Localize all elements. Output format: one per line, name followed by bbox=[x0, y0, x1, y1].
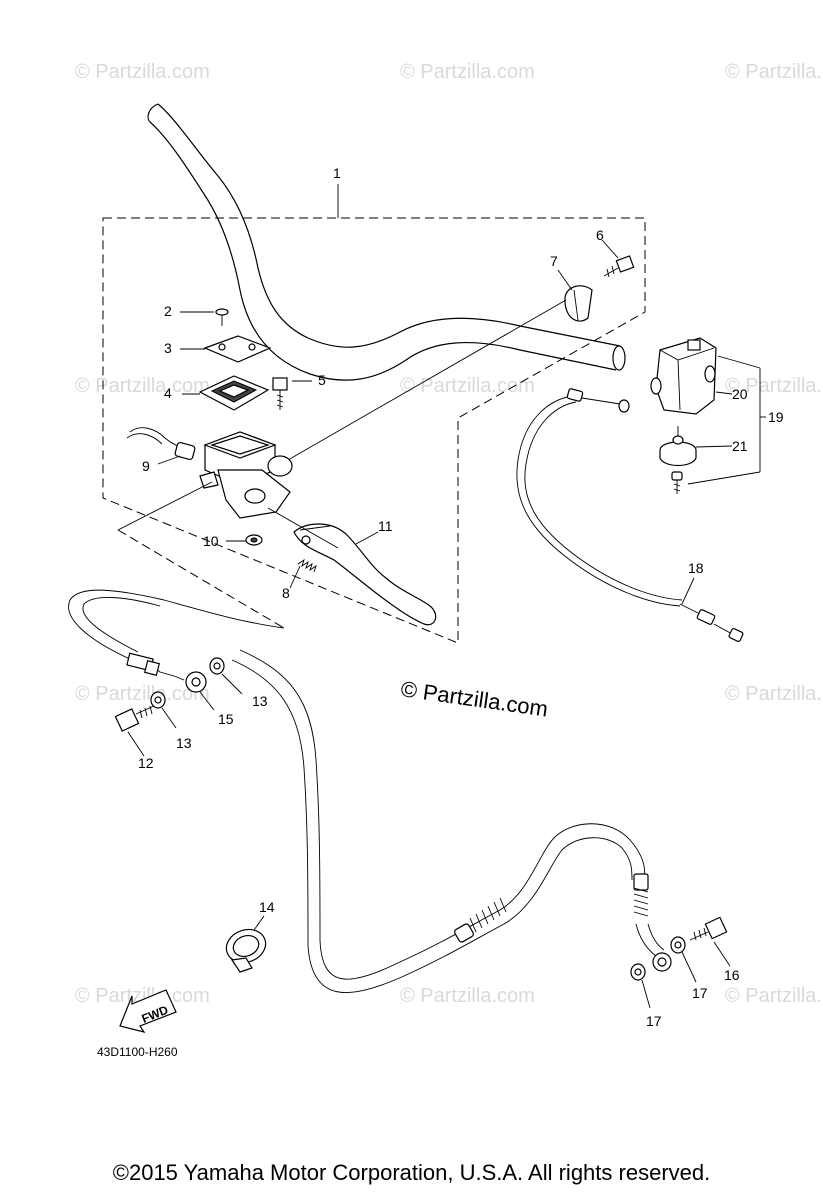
diagram-code: 43D1100-H260 bbox=[97, 1045, 178, 1059]
callout-20: 20 bbox=[732, 386, 748, 402]
clamp-bolt bbox=[603, 255, 635, 278]
callout-8: 8 bbox=[282, 585, 290, 601]
callout-14: 14 bbox=[259, 899, 275, 915]
screw bbox=[671, 471, 683, 494]
callout-17: 17 bbox=[646, 1013, 662, 1029]
callout-16: 16 bbox=[724, 967, 740, 983]
callout-19: 19 bbox=[768, 409, 784, 425]
brake-switch bbox=[126, 427, 196, 461]
callout-1: 1 bbox=[333, 165, 341, 181]
callout-5: 5 bbox=[318, 372, 326, 388]
copyright-notice: ©2015 Yamaha Motor Corporation, U.S.A. A… bbox=[112, 1160, 711, 1185]
hose-clamp bbox=[225, 928, 267, 973]
bolt bbox=[272, 377, 288, 410]
spring bbox=[297, 558, 317, 573]
copper-washer bbox=[209, 657, 225, 675]
callout-11: 11 bbox=[378, 518, 393, 534]
callout-15: 15 bbox=[218, 711, 234, 727]
throttle-cable bbox=[516, 388, 744, 643]
screw bbox=[215, 308, 229, 326]
callout-4: 4 bbox=[164, 385, 172, 401]
union-bolt bbox=[689, 916, 728, 941]
copper-washer bbox=[630, 963, 646, 981]
callout-13: 13 bbox=[176, 735, 192, 751]
watermark: © Partzilla.com bbox=[725, 683, 823, 705]
callout-17: 17 bbox=[692, 985, 708, 1001]
watermark: © Partzilla.com bbox=[400, 985, 535, 1007]
watermark: © Partzilla.com bbox=[75, 375, 210, 397]
brake-hose bbox=[68, 589, 646, 993]
hose-protector bbox=[454, 873, 672, 972]
callout-12: 12 bbox=[138, 755, 154, 771]
copper-washer bbox=[670, 936, 686, 954]
callout-21: 21 bbox=[732, 438, 748, 454]
callout-10: 10 bbox=[203, 533, 219, 549]
watermark: © Partzilla.com bbox=[75, 61, 210, 83]
hose-fitting bbox=[126, 652, 207, 693]
callout-13: 13 bbox=[252, 693, 268, 709]
center-watermark: © Partzilla.com bbox=[399, 676, 549, 721]
watermark: © Partzilla.com bbox=[725, 985, 823, 1007]
assembly-boundary bbox=[102, 217, 646, 644]
callout-7: 7 bbox=[550, 253, 558, 269]
bracket-19 bbox=[687, 355, 766, 485]
callout-2: 2 bbox=[164, 303, 172, 319]
copper-washer bbox=[150, 691, 166, 709]
callout-9: 9 bbox=[142, 458, 150, 474]
watermark: © Partzilla.com bbox=[725, 61, 823, 83]
handlebar bbox=[147, 103, 626, 381]
watermark: © Partzilla.com bbox=[75, 985, 210, 1007]
master-cylinder bbox=[199, 431, 293, 519]
brake-lever bbox=[293, 523, 437, 626]
callout-3: 3 bbox=[164, 340, 172, 356]
watermark: © Partzilla.com bbox=[400, 375, 535, 397]
nut bbox=[245, 534, 263, 546]
callout-18: 18 bbox=[688, 560, 704, 576]
union-bolt bbox=[114, 705, 155, 732]
watermark: © Partzilla.com bbox=[400, 61, 535, 83]
diaphragm bbox=[198, 375, 270, 411]
callout-labels: 1 2 3 4 5 6 7 8 9 10 11 12 13 13 14 15 1… bbox=[138, 165, 784, 1029]
watermark: © Partzilla.com bbox=[725, 375, 823, 397]
watermark: © Partzilla.com bbox=[75, 683, 210, 705]
throttle-housing bbox=[650, 337, 717, 415]
housing-cover bbox=[659, 426, 697, 467]
callout-6: 6 bbox=[596, 227, 604, 243]
reservoir-cover bbox=[203, 335, 272, 363]
holder-clamp bbox=[564, 285, 593, 322]
watermark-layer: © Partzilla.com © Partzilla.com © Partzi… bbox=[75, 61, 823, 1007]
